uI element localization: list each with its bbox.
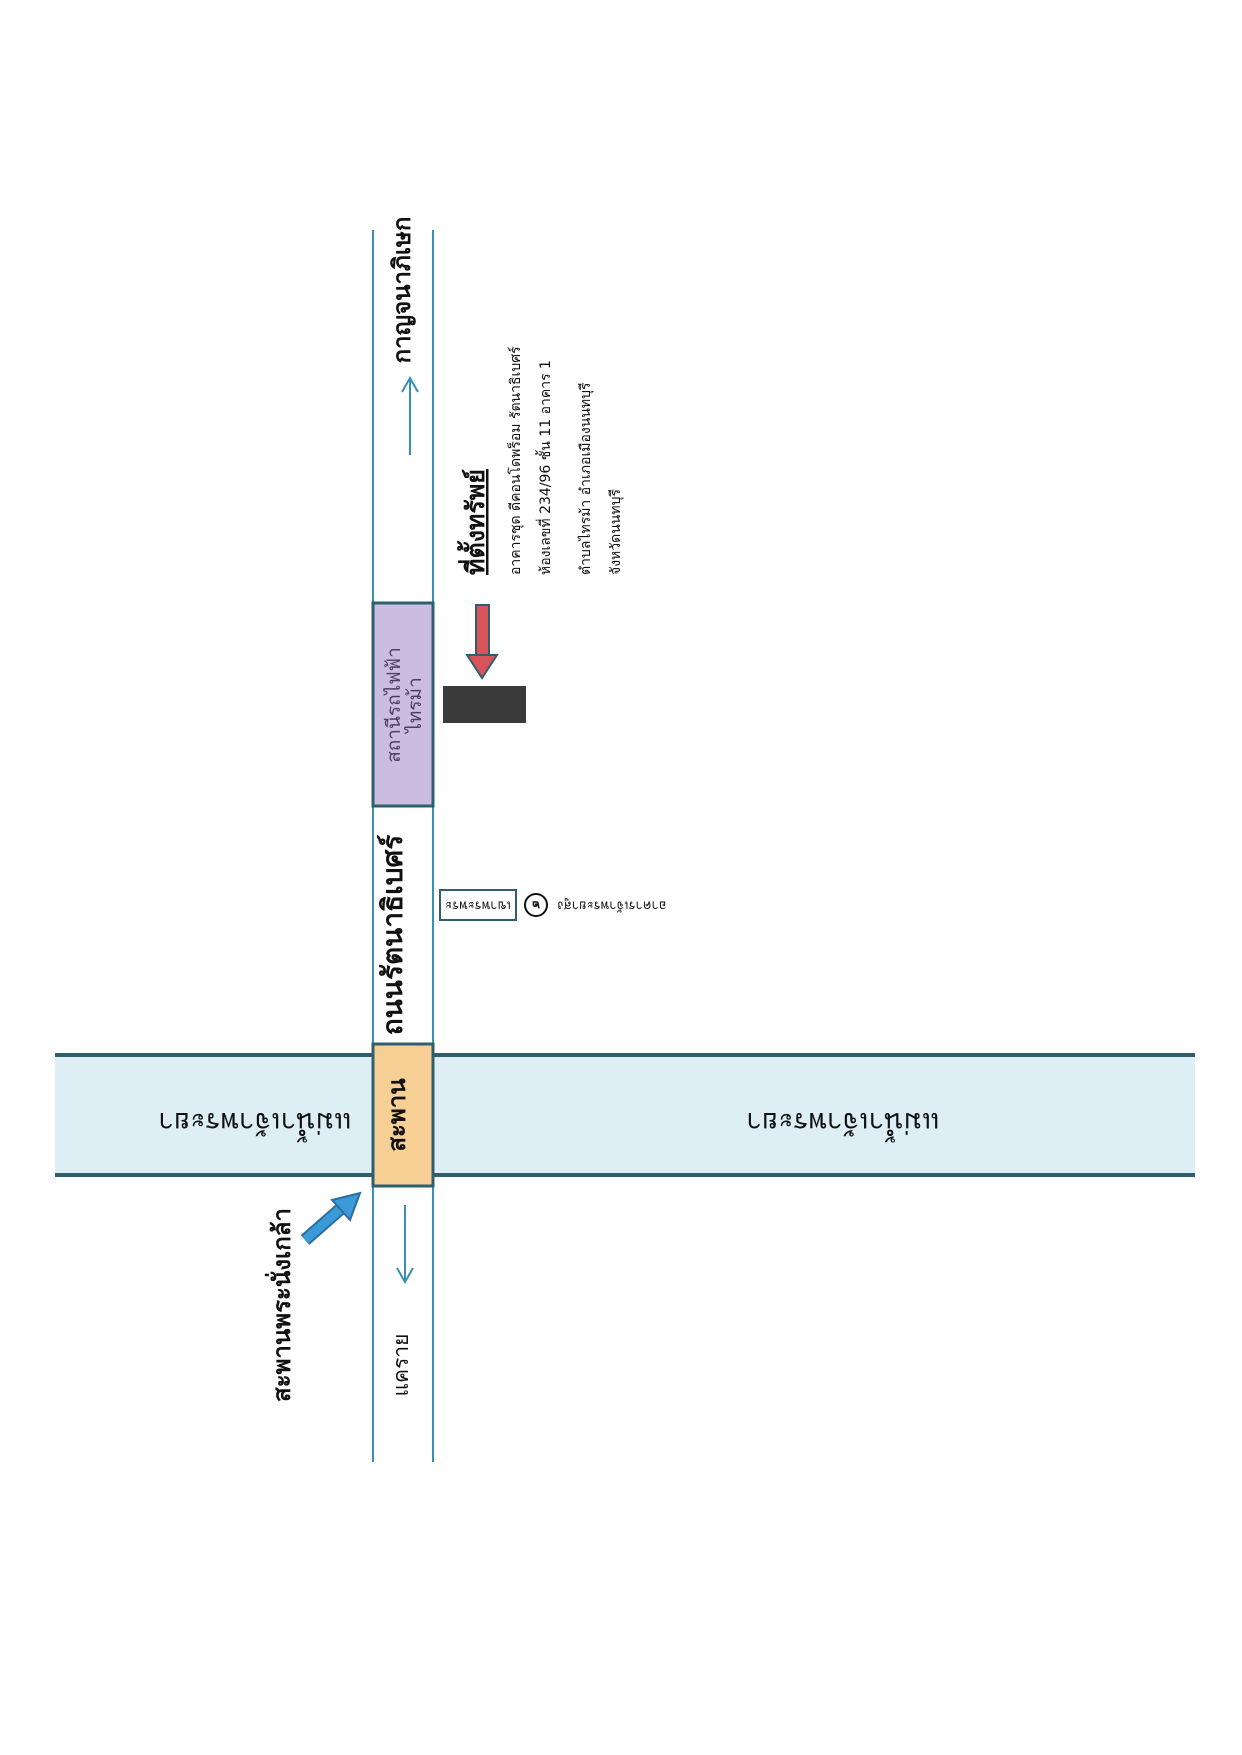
property-line-3: ตำบลไทรม้า อำเภอเมืองนนทบุรี bbox=[577, 382, 594, 575]
landmark-text: อาคารเจ้าพระยาสูง bbox=[557, 898, 666, 913]
bridge-box bbox=[371, 1042, 435, 1188]
property-line-2: ห้องเลขที่ 234/96 ชั้น 11 อาคาร 1 bbox=[535, 360, 554, 575]
property-line-4: จังหวัดนนทบุรี bbox=[608, 489, 624, 575]
red-arrow-icon bbox=[465, 654, 499, 680]
station-label-line2: ไทรม้า bbox=[404, 677, 426, 734]
property-line-1: อาคารชุด ดีคอนโดพร็อม รัตนาธิเบศร์ bbox=[506, 346, 524, 575]
station-box bbox=[371, 601, 435, 808]
landmark-number-icon bbox=[524, 893, 548, 917]
landmark-box bbox=[439, 889, 517, 921]
red-arrow-shaft bbox=[475, 604, 490, 656]
property-building bbox=[443, 686, 526, 723]
bridge-name-label: สะพานพระนั่งเกล้า bbox=[264, 1208, 296, 1402]
road-name: ถนนรัตนาธิเบศร์ bbox=[376, 835, 409, 1036]
bridge-label: สะพาน bbox=[383, 1078, 411, 1152]
direction-upper-label: กาญจนาภิเษก bbox=[388, 217, 416, 364]
blue-arrow-icon bbox=[330, 1191, 362, 1222]
property-title: ที่ตั้งทรัพย์ bbox=[456, 469, 490, 575]
direction-lower-label: แคราย bbox=[389, 1334, 413, 1397]
landmark-box-label: เขาพระพระ bbox=[445, 898, 511, 913]
station-label-line1: สถานีรถไฟฟ้า bbox=[383, 647, 405, 763]
blue-arrow-shaft bbox=[302, 1201, 348, 1244]
arrow-up-icon bbox=[401, 375, 419, 393]
river-band bbox=[55, 1055, 1195, 1175]
landmark-number: ๒ bbox=[532, 899, 540, 913]
river-label-left: แม่น้ำเจ้าพระยา bbox=[158, 1106, 352, 1143]
arrow-down-icon bbox=[396, 1267, 414, 1285]
river-label-right: แม่น้ำเจ้าพระยา bbox=[746, 1106, 940, 1143]
